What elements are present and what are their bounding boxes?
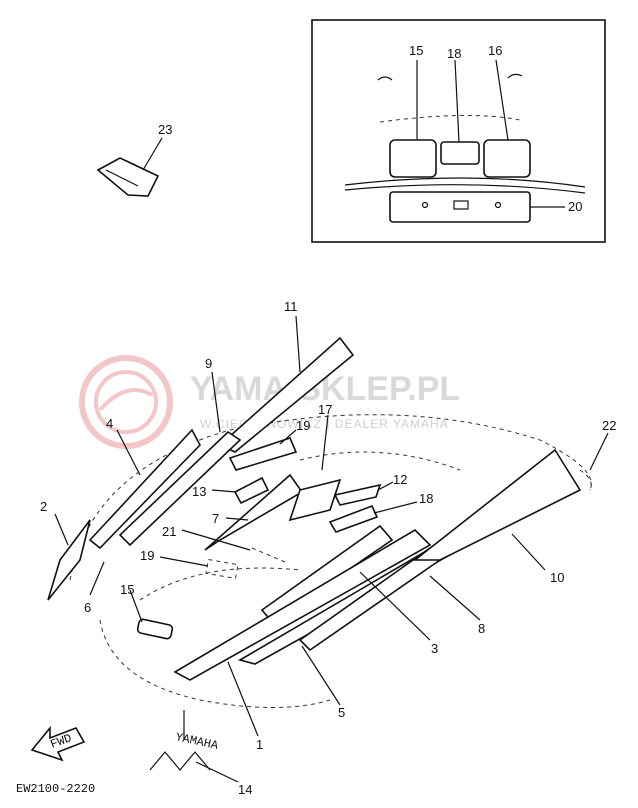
callout-9: 9 <box>205 356 212 371</box>
callout-12: 12 <box>393 472 407 487</box>
callout-17: 17 <box>318 402 332 417</box>
fwd-label: FWD <box>49 731 74 752</box>
callout-7: 7 <box>212 511 219 526</box>
inset-panel-18 <box>440 141 480 165</box>
decal-yamaha-text: YAMAHA <box>174 730 220 753</box>
inset-callout-16: 16 <box>488 43 502 58</box>
callout-10: 10 <box>550 570 564 585</box>
callout-4: 4 <box>106 416 113 431</box>
callout-2: 2 <box>40 499 47 514</box>
callouts: 11 9 4 17 19 22 13 12 2 18 7 21 19 6 10 … <box>40 299 616 797</box>
inset-detail: 15 18 16 20 <box>311 19 606 243</box>
inset-panel-16 <box>483 139 531 178</box>
callout-8: 8 <box>478 621 485 636</box>
hull-outline <box>69 414 592 708</box>
part-23: 23 <box>96 122 172 197</box>
callout-15: 15 <box>120 582 134 597</box>
inset-panel-15 <box>389 139 437 178</box>
callout-19-top: 19 <box>296 418 310 433</box>
callout-21: 21 <box>162 524 176 539</box>
callout-22: 22 <box>602 418 616 433</box>
callout-3: 3 <box>431 641 438 656</box>
callout-5: 5 <box>338 705 345 720</box>
callout-13: 13 <box>192 484 206 499</box>
drawing-code: EW2100-2220 <box>16 782 95 796</box>
callout-1: 1 <box>256 737 263 752</box>
inset-plate-20 <box>389 191 531 223</box>
callout-14: 14 <box>238 782 252 797</box>
watermark: YAMA-SKLEP.PL W.CIECHANOWICZ | DEALER YA… <box>79 355 460 449</box>
callout-18: 18 <box>419 491 433 506</box>
fwd-arrow-icon: FWD <box>30 725 86 762</box>
callout-23: 23 <box>158 122 172 137</box>
inset-callout-20: 20 <box>568 199 582 214</box>
watermark-logo-icon <box>79 355 173 449</box>
callout-6: 6 <box>84 600 91 615</box>
callout-19-mid: 19 <box>140 548 154 563</box>
decal-stripes: YAMAHA <box>47 336 592 771</box>
inset-callout-18: 18 <box>447 46 461 61</box>
inset-callout-15: 15 <box>409 43 423 58</box>
callout-11: 11 <box>284 299 298 314</box>
leader-lines <box>54 315 609 783</box>
